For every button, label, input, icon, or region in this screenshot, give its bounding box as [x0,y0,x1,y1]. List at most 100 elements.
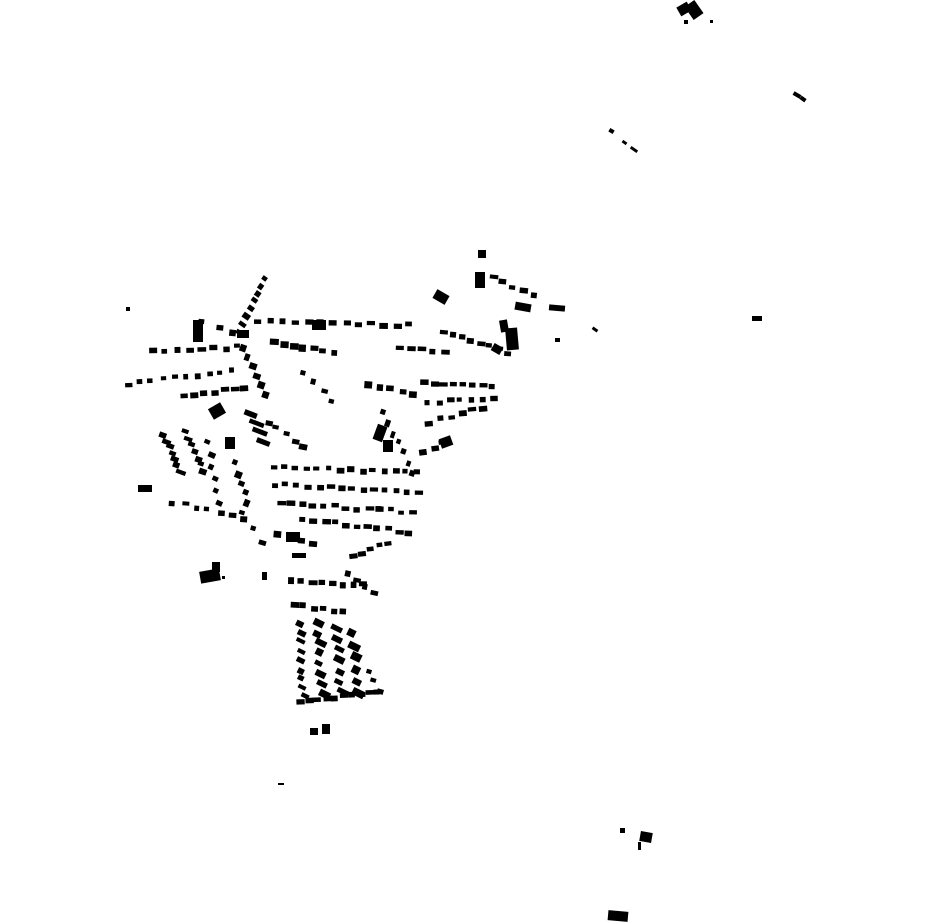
building [449,331,457,338]
building [250,525,257,532]
building [199,390,208,397]
building [431,445,440,452]
building [591,326,599,333]
building [273,530,282,538]
building [335,667,346,677]
building [402,468,408,474]
building [314,637,328,649]
building [149,347,158,354]
building [383,440,393,452]
building [146,378,153,384]
building [395,438,402,445]
building [331,502,339,508]
building [437,415,444,422]
building [299,501,307,508]
building [182,501,190,506]
building [328,398,335,405]
building [366,320,376,326]
building [376,542,383,548]
building [238,320,247,329]
building [291,438,300,445]
building [339,608,347,615]
building [316,679,328,689]
building [310,728,318,735]
building [243,409,258,420]
building [346,627,357,638]
building [296,628,307,638]
building [485,342,492,348]
building [252,372,262,381]
building [399,388,407,395]
building [684,0,704,20]
building [341,522,350,529]
building [216,324,224,331]
building [298,344,307,352]
building [369,677,377,683]
building [404,530,413,537]
building [181,428,190,435]
building [300,692,310,700]
building [332,519,339,525]
building [297,683,307,691]
building [217,510,225,517]
building [225,437,235,449]
building [514,301,532,313]
building [286,500,296,506]
building [360,487,368,494]
building [621,139,628,146]
building [230,386,240,392]
building [383,419,392,428]
building [323,695,333,702]
building [684,20,688,24]
building [348,691,355,698]
building [251,426,268,437]
building [379,408,387,416]
building [289,342,299,350]
building [296,699,305,705]
building [305,319,314,325]
building [548,304,566,312]
building [429,348,436,355]
building [710,20,713,23]
building [191,448,199,456]
building [330,623,344,634]
building [253,319,262,324]
building [424,399,430,406]
building [357,550,367,557]
building [194,505,200,512]
building [408,391,417,399]
building [269,338,279,346]
building [436,400,443,406]
building [197,347,207,352]
building [458,333,466,340]
building [456,397,462,402]
building [344,570,352,578]
building [354,322,363,328]
building [286,532,300,542]
building [308,540,318,548]
building [479,383,488,388]
building [258,539,267,547]
building [228,329,237,337]
building [220,386,230,392]
building [283,430,290,437]
building [347,466,355,473]
building [203,506,210,512]
building [250,296,259,304]
building [409,510,417,515]
building [353,507,360,513]
building [237,330,249,338]
building [489,274,499,280]
building [384,540,392,547]
building [388,506,394,512]
building [333,644,345,654]
building [136,379,143,385]
building [242,498,251,508]
building [347,486,355,491]
building [310,345,319,352]
building [313,659,324,668]
building [239,385,249,392]
building [170,455,180,463]
building [629,145,639,154]
building [350,581,357,589]
